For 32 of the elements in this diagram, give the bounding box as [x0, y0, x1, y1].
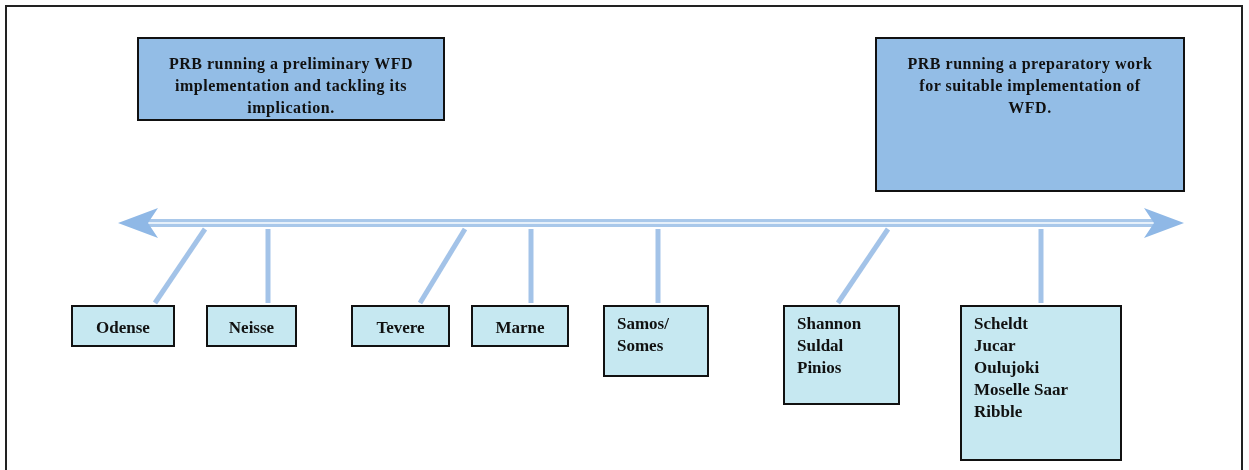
river-box [71, 305, 175, 347]
river-name: Samos/ Somes [617, 313, 670, 357]
river-name: Marne [494, 317, 546, 339]
timeline-arrow [118, 206, 1184, 240]
river-name: Oulujoki [974, 357, 1041, 379]
river-name: Ribble [974, 401, 1024, 423]
river-name: Suldal [797, 335, 845, 357]
river-box [960, 305, 1122, 461]
river-name: Tevere [375, 317, 426, 339]
river-name: Jucar [974, 335, 1017, 357]
phase-description: PRB running a preparatory work for suitable implementation of WFD. [906, 54, 1154, 118]
phase-box [137, 37, 445, 121]
connector-line [528, 229, 534, 303]
river-box [783, 305, 900, 405]
river-name: Scheldt [974, 313, 1029, 335]
connector-line [152, 227, 208, 305]
river-box [351, 305, 450, 347]
river-box [471, 305, 569, 347]
connector-line [417, 227, 468, 305]
connector-line [265, 229, 271, 303]
river-name: Moselle Saar [974, 379, 1069, 401]
river-name: Odense [95, 317, 151, 339]
river-name: Pinios [797, 357, 843, 379]
phase-description: PRB running a preliminary WFD implementation and tackling its implication. [167, 54, 415, 119]
river-name: Shannon [797, 313, 863, 335]
connector-line [655, 229, 661, 303]
river-box [206, 305, 297, 347]
connector-line [1038, 229, 1044, 303]
river-box [603, 305, 709, 377]
phase-box [875, 37, 1185, 192]
connector-line [835, 227, 891, 305]
river-name: Neisse [227, 317, 276, 339]
